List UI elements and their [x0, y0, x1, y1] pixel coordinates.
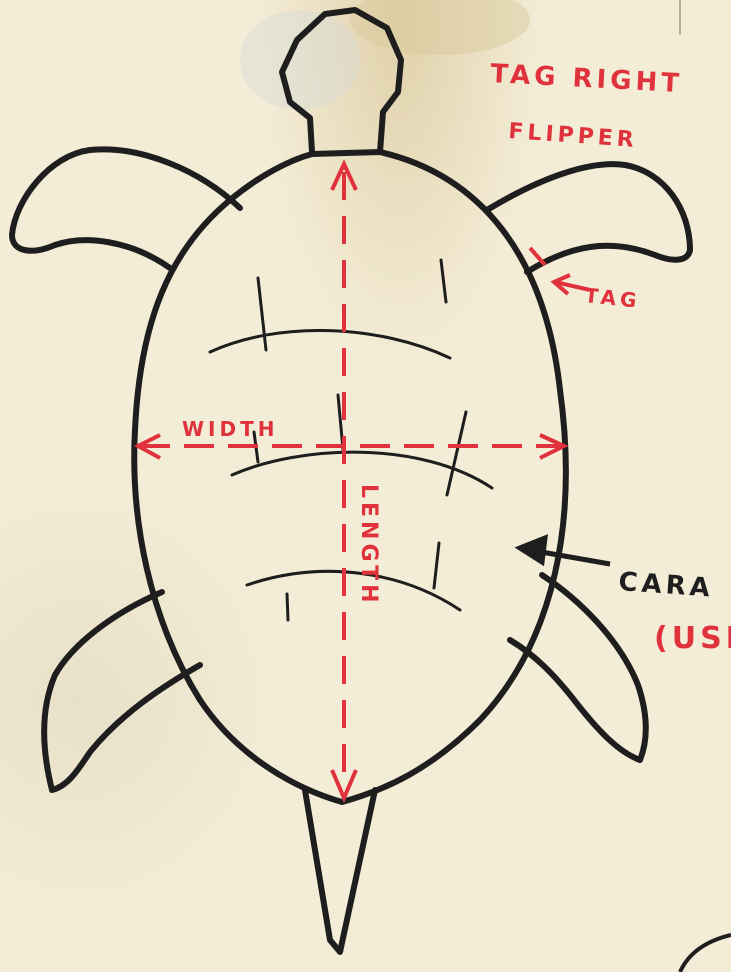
width-label: WIDTH: [182, 417, 278, 441]
turtle-carapace: [134, 152, 566, 802]
length-measure: [332, 164, 356, 798]
use-label: (USE: [654, 621, 731, 656]
partial-drawing-corner: [680, 935, 731, 972]
carapace-label: CARA: [618, 567, 715, 604]
rear-left-flipper: [44, 592, 200, 790]
turtle-tail: [305, 790, 375, 952]
length-label: LENGTH: [356, 484, 381, 607]
rear-right-flipper: [510, 575, 646, 760]
tag-label: TAG: [583, 283, 641, 313]
tag-right-label: TAG RIGHT: [490, 59, 684, 99]
carapace-arrow: [520, 538, 610, 564]
flipper-label: FLIPPER: [508, 119, 639, 153]
front-left-flipper: [12, 149, 240, 268]
